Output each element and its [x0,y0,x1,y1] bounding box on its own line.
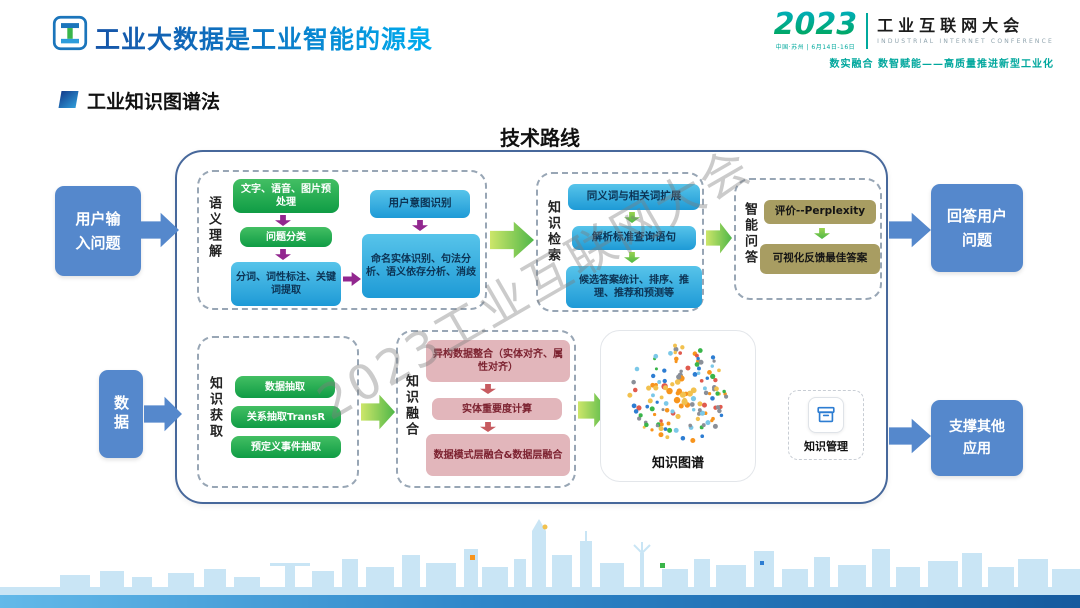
arrow-down-green [814,228,830,239]
arrow-down-green [624,212,640,223]
output-support: 支撑其他应用 [931,400,1023,476]
box-entity-importance: 实体重要度计算 [432,398,562,420]
box-parse-query: 解析标准查询语句 [572,226,696,250]
input-user-question: 用户输入问题 [55,186,141,276]
conference-logo-icon [52,15,88,51]
page-title: 工业大数据是工业智能的源泉 [95,20,433,56]
group-qa-label: 智能问答 [742,202,757,266]
flow-arrow-user-in [139,212,179,248]
box-candidate-answers: 候选答案统计、排序、推理、推荐和预测等 [566,266,702,308]
conference-year: 2023 [773,7,858,42]
knowledge-graph-cloud [627,343,729,444]
box-synonym-expand: 同义词与相关词扩展 [568,184,700,210]
conference-divider [866,12,869,49]
group-knowledge-fusion: 知识融合 异构数据整合（实体对齐、属性对齐） 实体重要度计算 数据模式层融合&数… [396,330,576,488]
knowledge-management-label: 知识管理 [804,439,848,453]
box-hetero-integrate: 异构数据整合（实体对齐、属性对齐） [426,340,570,382]
city-skyline [0,519,1080,595]
arrow-down-pink [480,422,496,432]
group-semantic-understanding: 语义理解 文字、语音、图片预处理 问题分类 分词、词性标注、关键词提取 用户意图… [197,170,487,310]
archive-box-icon [808,396,844,433]
knowledge-graph-label: 知识图谱 [651,456,704,471]
knowledge-management-card: 知识管理 [788,390,864,460]
group-fusion-label: 知识融合 [403,374,418,438]
box-event-extract: 预定义事件抽取 [231,436,341,458]
group-acquisition-label: 知识获取 [207,376,222,440]
arrow-right-purple [343,272,361,286]
box-segmentation: 分词、词性标注、关键词提取 [231,262,341,306]
footer-bar [0,595,1080,608]
conference-name: 工业互联网大会 [877,16,1025,36]
conference-lockup: 2023 中国·苏州 | 6月14日-16日 工业互联网大会 INDUSTRIA… [773,7,1054,71]
input-data-label: 数据 [112,395,130,433]
group-retrieval-label: 知识检索 [545,200,560,264]
group-knowledge-acquisition: 知识获取 数据抽取 关系抽取TransR 预定义事件抽取 [197,336,359,488]
box-ner: 命名实体识别、句法分析、语义依存分析、消歧 [362,234,480,298]
flow-arrow-answer-out [889,212,931,248]
arrow-down-purple [412,220,428,231]
arrow-down-purple [275,249,291,260]
conference-name-en: INDUSTRIAL INTERNET CONFERENCE [877,37,1054,45]
box-intent: 用户意图识别 [370,190,470,218]
diagram-title: 技术路线 [500,126,580,150]
section-bullet-icon [58,91,79,108]
box-visual-feedback: 可视化反馈最佳答案 [760,244,880,274]
box-data-extract: 数据抽取 [235,376,335,398]
knowledge-graph-card: 知识图谱 [600,330,756,482]
box-question-classify: 问题分类 [240,227,332,247]
box-perplexity-eval: 评价--Perplexity [764,200,876,224]
input-data: 数据 [99,370,143,458]
box-relation-extract: 关系抽取TransR [231,406,341,428]
conference-meta: 中国·苏州 | 6月14日-16日 [775,44,856,51]
arrow-down-pink [480,384,496,394]
conference-tagline: 数实融合 数智赋能——高质量推进新型工业化 [829,59,1054,70]
box-preprocess: 文字、语音、图片预处理 [233,179,339,213]
section-title: 工业知识图谱法 [87,91,221,113]
diagram-frame [175,150,888,504]
group-semantic-label: 语义理解 [206,196,221,260]
group-knowledge-retrieval: 知识检索 同义词与相关词扩展 解析标准查询语句 候选答案统计、排序、推理、推荐和… [536,172,704,312]
flow-arrow-support-out [889,418,931,454]
output-answer: 回答用户问题 [931,184,1023,272]
group-intelligent-qa: 智能问答 评价--Perplexity 可视化反馈最佳答案 [734,178,882,300]
box-layer-fusion: 数据模式层融合&数据层融合 [426,434,570,476]
arrow-down-purple [275,215,291,226]
arrow-down-green [624,252,640,263]
